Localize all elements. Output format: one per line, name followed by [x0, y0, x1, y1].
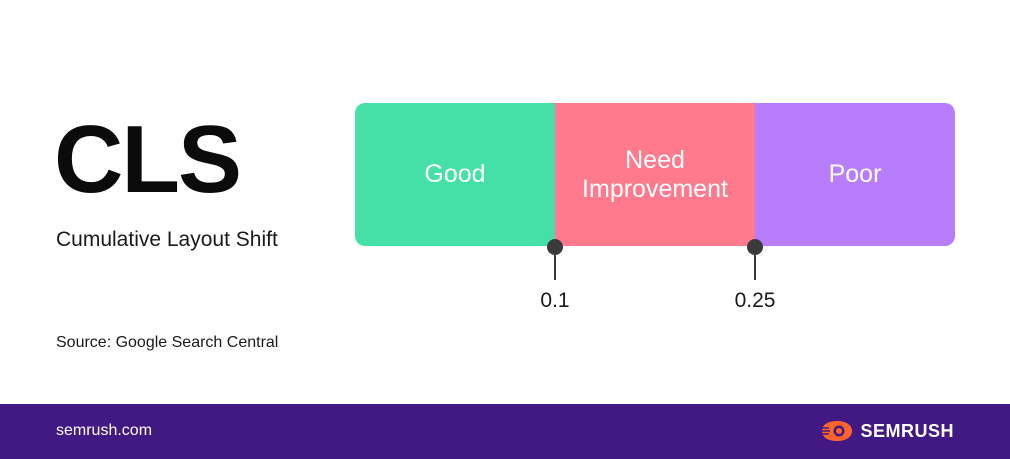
source-note: Source: Google Search Central — [56, 334, 279, 351]
metric-title: CLS — [54, 106, 242, 213]
segment-good: Good — [355, 103, 555, 246]
threshold-label-2: 0.25 — [734, 289, 776, 312]
footer-bar: semrush.com SEMRUSH — [0, 404, 1010, 459]
segment-poor: Poor — [755, 103, 955, 246]
segment-good-label: Good — [424, 160, 486, 189]
segment-poor-label: Poor — [828, 160, 882, 189]
semrush-flame-icon — [820, 420, 854, 442]
threshold-marker-2-stem — [754, 253, 756, 280]
brand-logo: SEMRUSH — [820, 420, 954, 442]
metric-subtitle: Cumulative Layout Shift — [56, 228, 278, 251]
threshold-marker-1-dot — [547, 239, 563, 255]
footer-url[interactable]: semrush.com — [56, 422, 153, 439]
threshold-label-1: 0.1 — [540, 289, 570, 312]
segment-need-improvement: Need Improvement — [555, 103, 755, 246]
threshold-scale-bar: Good Need Improvement Poor — [355, 103, 955, 246]
segment-need-improvement-label: Need Improvement — [582, 145, 728, 203]
threshold-marker-1-stem — [554, 253, 556, 280]
threshold-marker-2-dot — [747, 239, 763, 255]
brand-name: SEMRUSH — [860, 420, 954, 441]
